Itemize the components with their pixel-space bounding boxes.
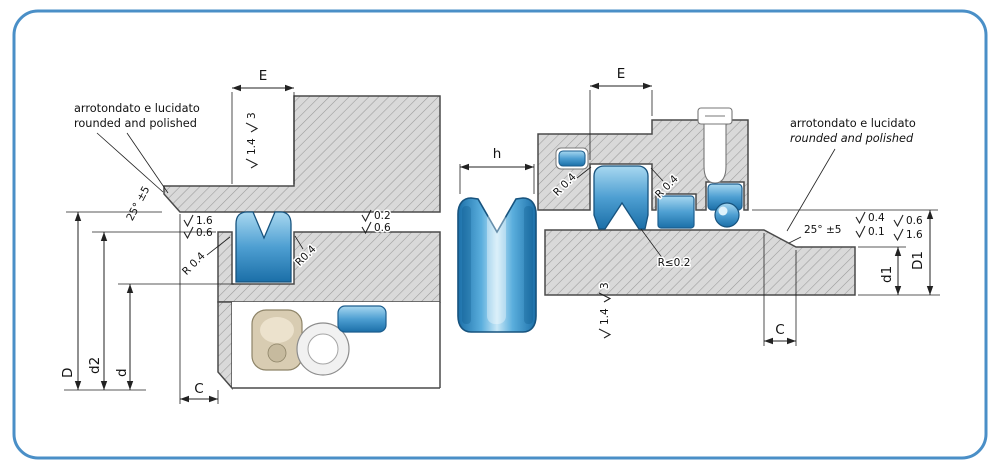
dim-label-E-left: E (259, 68, 268, 84)
roughness-value: 3 (246, 112, 258, 119)
roughness-value: 0.2 (374, 210, 391, 222)
radius-callout-seal-lip: R≤0.2 (640, 228, 692, 271)
dim-chamfer-right: C (763, 233, 797, 346)
roughness-value: 0.6 (906, 215, 923, 227)
dim-label-C-right: C (775, 322, 784, 338)
note-left: arrotondato e lucidato rounded and polis… (74, 102, 200, 194)
chamfer-angle-right: 25° ±5 (788, 223, 843, 244)
note-line-italian: arrotondato e lucidato (790, 117, 916, 130)
housing-insert-detail (555, 147, 589, 170)
dim-diameters-left: D d2 d (59, 211, 234, 391)
dim-seal-height: h (459, 146, 535, 194)
seal-shading (462, 206, 471, 324)
surface-finish-rod-a: 0.4 0.1 (855, 211, 887, 240)
surface-finish-groove-left: 0.2 0.6 (361, 209, 393, 236)
note-right: arrotondato e lucidato rounded and polis… (786, 117, 916, 232)
dim-chamfer-left: C (179, 214, 219, 404)
note-line-english: rounded and polished (74, 117, 197, 130)
seal-profile-shape (457, 197, 537, 333)
surface-finish-bore-left: 1.6 0.6 (183, 214, 215, 241)
roughness-value: 0.6 (196, 227, 213, 239)
roughness-value: 1.4 (599, 308, 611, 325)
surface-finish-side-right: 1.4 3 (598, 281, 613, 339)
roughness-value: 0.6 (374, 222, 391, 234)
dim-label-d2: d2 (87, 357, 103, 374)
roughness-value: 0.4 (868, 212, 885, 224)
dim-groove-width-right: E (589, 66, 653, 160)
roughness-value: 1.6 (196, 215, 213, 227)
plug-detail (697, 107, 733, 184)
secondary-seal-detail (337, 305, 387, 333)
rod-seal-section: E R 0.4 R 0.4 R≤0.2 arrotondato e lucida… (537, 66, 940, 346)
roller-detail (296, 322, 350, 376)
roughness-value: 0.1 (868, 226, 885, 238)
dim-label-E-right: E (617, 66, 626, 82)
seal-highlight (487, 212, 506, 324)
seal-profile-view: h (457, 146, 537, 333)
dim-label-C-left: C (194, 381, 203, 397)
seal-cross-section (235, 211, 292, 283)
dim-diameters-right: d1 D1 (752, 209, 940, 296)
dim-label-h: h (493, 146, 502, 162)
rod-section (544, 229, 856, 296)
note-line-english: rounded and polished (790, 132, 914, 145)
dim-label-d1: d1 (879, 266, 895, 283)
seal-cross-section (593, 165, 649, 230)
guide-band-detail (657, 195, 695, 229)
note-line-italian: arrotondato e lucidato (74, 102, 200, 115)
seal-shading (524, 206, 533, 324)
dim-label-D1: D1 (910, 251, 926, 270)
roughness-value: 1.4 (246, 138, 258, 155)
dim-label-d: d (114, 368, 130, 377)
radius-label: R≤0.2 (658, 257, 691, 269)
wiper-detail (707, 183, 743, 228)
roughness-value: 3 (599, 282, 611, 289)
bearing-detail (251, 309, 303, 371)
dim-groove-width-left: E (231, 68, 295, 184)
chamfer-angle-label-right: 25° ±5 (804, 224, 841, 236)
dim-label-D: D (60, 368, 76, 378)
roughness-value: 1.6 (906, 229, 923, 241)
piston-wall-section (217, 301, 233, 390)
surface-finish-rod-b: 0.6 1.6 (893, 214, 925, 243)
housing-section (537, 119, 749, 211)
surface-finish-side-left: 1.4 3 (245, 111, 260, 169)
